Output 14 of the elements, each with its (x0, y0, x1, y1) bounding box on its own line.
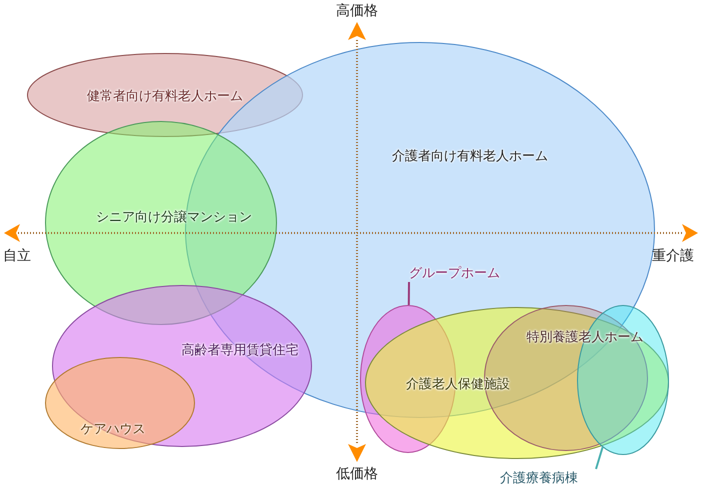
axis-label: 重介護 (652, 247, 694, 265)
leader-line (408, 282, 410, 306)
leader-line (595, 446, 604, 470)
category-label: ケアハウス (80, 421, 146, 438)
category-label: シニア向け分譲マンション (96, 209, 252, 226)
category-label: グループホーム (409, 264, 500, 282)
category-label: 高齢者専用賃貸住宅 (182, 342, 298, 359)
category-label: 特別養護老人ホーム (526, 329, 644, 346)
category-label: 介護療養病棟 (500, 469, 578, 486)
axis-label: 低価格 (336, 465, 378, 483)
axis-label: 高価格 (336, 2, 378, 20)
category-label: 介護者向け有料老人ホーム (392, 148, 548, 165)
axis-label: 自立 (3, 247, 31, 265)
category-label: 健常者向け有料老人ホーム (87, 88, 243, 105)
